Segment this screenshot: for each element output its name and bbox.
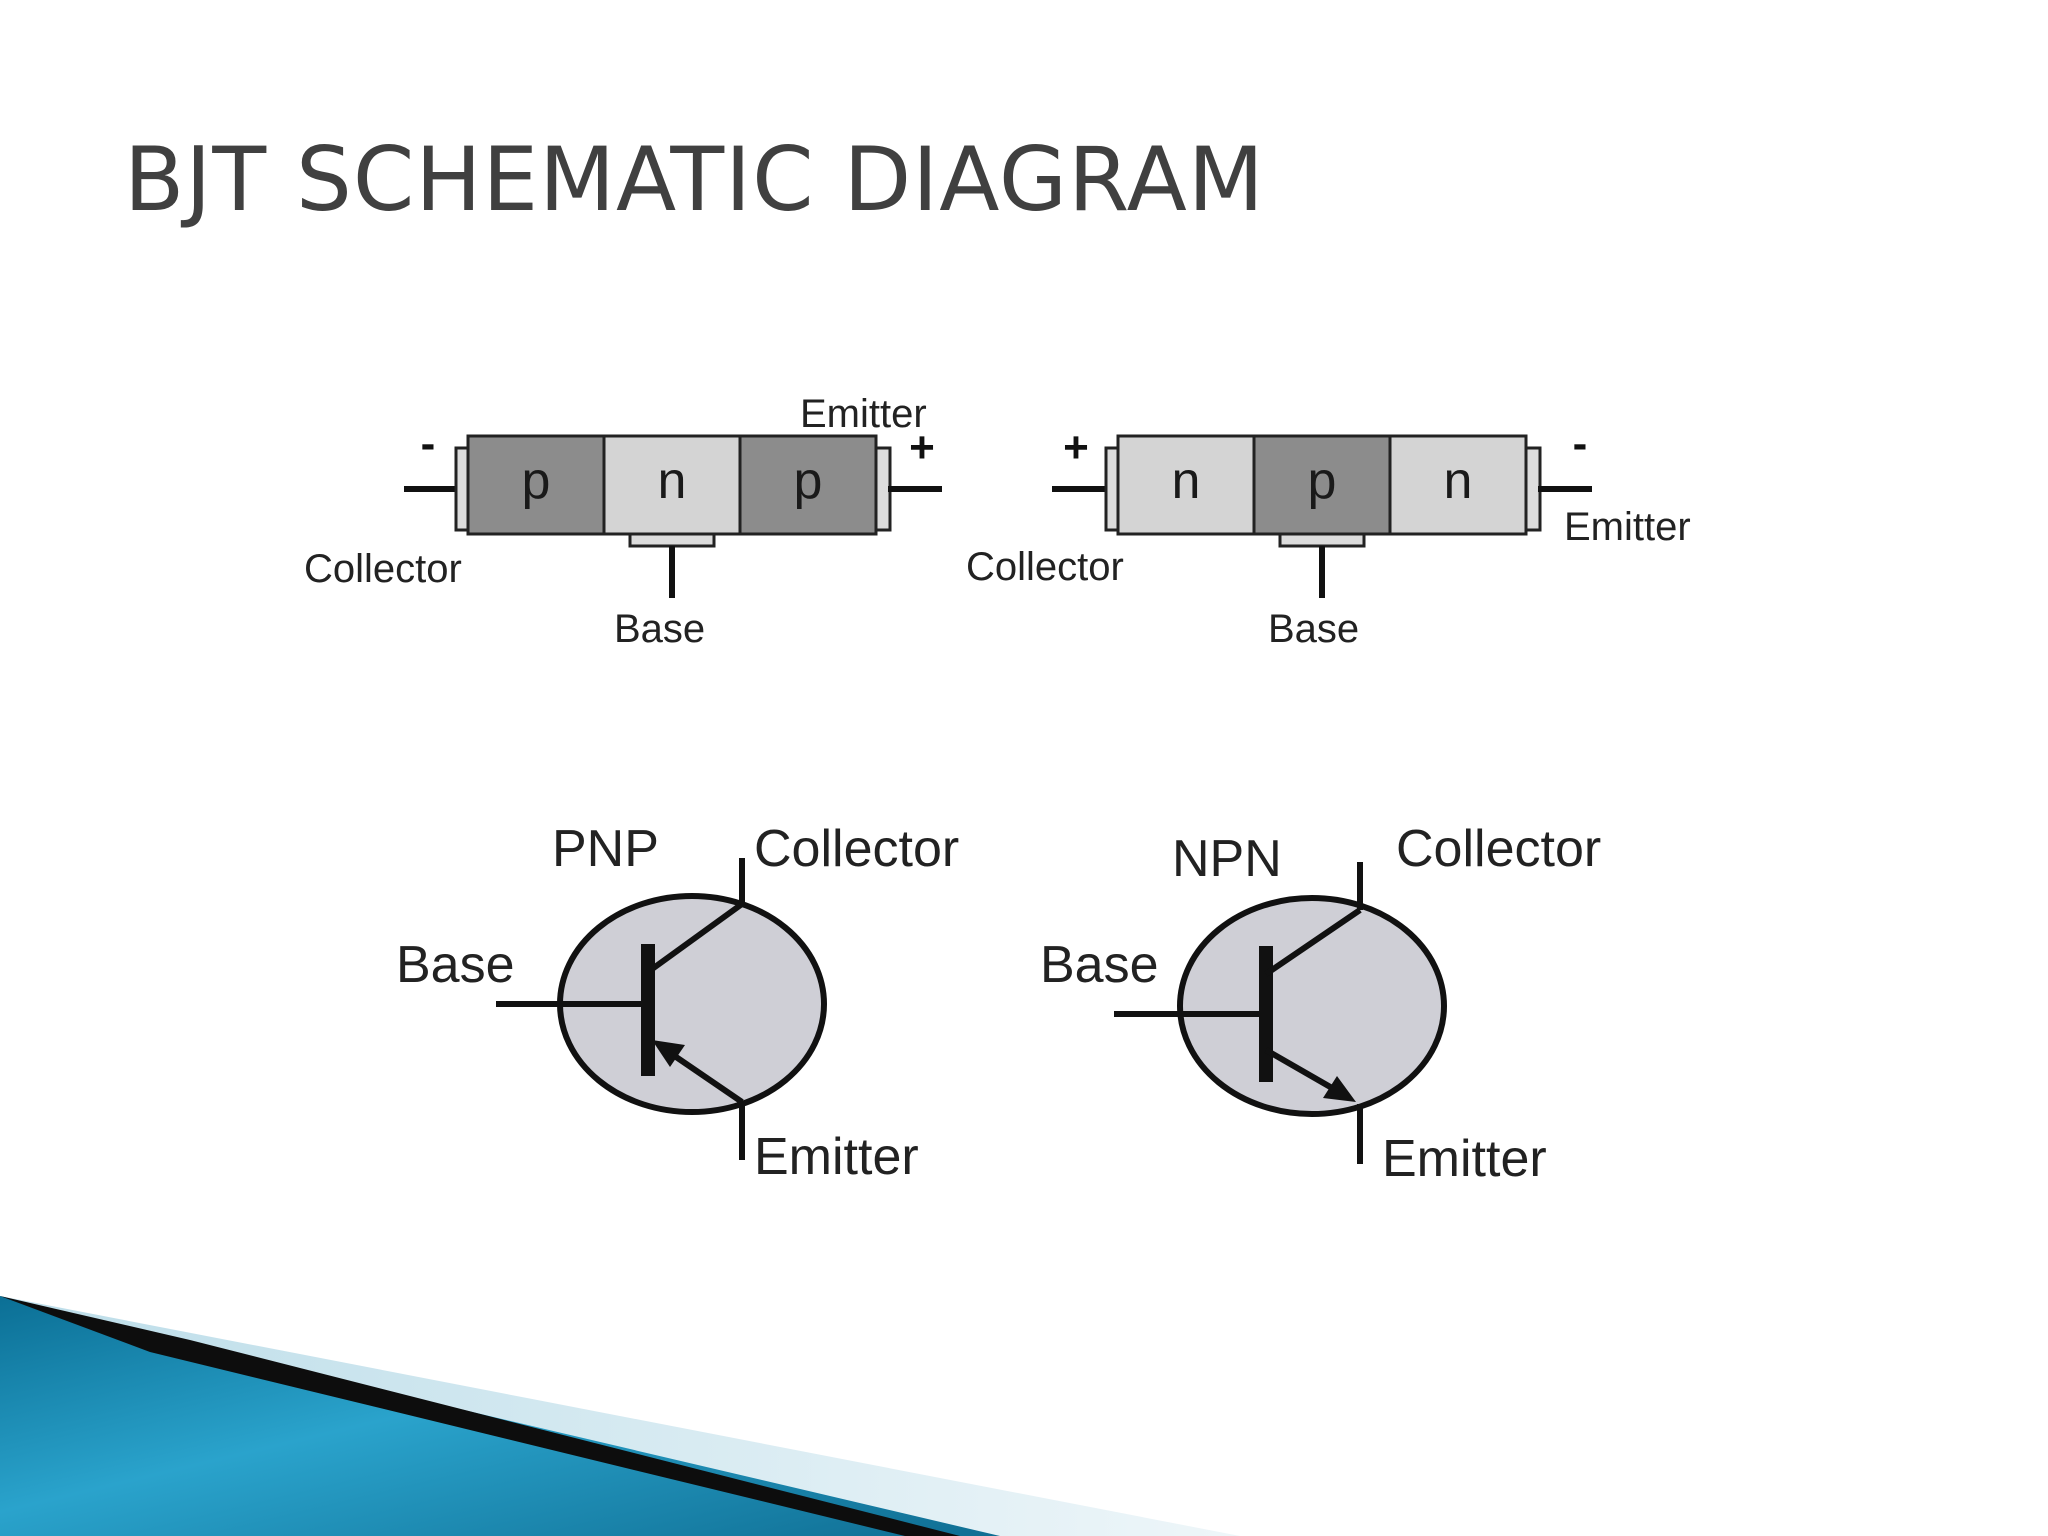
npn-block-base-contact bbox=[1278, 532, 1366, 548]
pnp-block-base-label: Base bbox=[614, 607, 705, 651]
pnp-block-region-1-label: p bbox=[522, 452, 551, 510]
pnp-block-collector-label: Collector bbox=[304, 547, 462, 591]
slide-title: BJT SCHEMATIC DIAGRAM bbox=[124, 128, 1265, 231]
npn-block-base-label: Base bbox=[1268, 607, 1359, 651]
pnp-symbol-type-label: PNP bbox=[552, 820, 659, 878]
pnp-symbol-emitter-label: Emitter bbox=[754, 1128, 919, 1186]
npn-symbol-type-label: NPN bbox=[1172, 830, 1282, 888]
pnp-block-region-3-label: p bbox=[794, 452, 823, 510]
npn-block-emitter-polarity: - bbox=[1573, 419, 1588, 468]
pnp-block-region-2-label: n bbox=[658, 452, 687, 510]
pnp-symbol-arrow-icon bbox=[652, 1040, 685, 1067]
npn-block-region-2-label: p bbox=[1308, 452, 1337, 510]
npn-block-region-3 bbox=[1388, 434, 1528, 536]
banner-swoosh-icon bbox=[0, 1296, 1240, 1536]
npn-block-emitter-cap bbox=[1524, 446, 1542, 532]
pnp-block-emitter-cap bbox=[874, 446, 892, 532]
pnp-block-emitter-polarity: + bbox=[909, 423, 935, 472]
npn-symbol-body bbox=[1177, 895, 1447, 1117]
pnp-block-diagram: p n p - + Emitter Collector Base bbox=[304, 392, 942, 651]
npn-block-collector-polarity: + bbox=[1063, 423, 1089, 472]
pnp-symbol-base-label: Base bbox=[396, 936, 515, 994]
npn-block-region-1-label: n bbox=[1172, 452, 1201, 510]
npn-symbol-collector-link bbox=[1264, 907, 1362, 977]
npn-symbol: NPN Collector Base Emitter bbox=[1040, 820, 1601, 1188]
pnp-block-region-1 bbox=[466, 434, 606, 536]
npn-symbol-base-label: Base bbox=[1040, 936, 1159, 994]
pnp-block-emitter-label: Emitter bbox=[800, 392, 927, 436]
pnp-block-base-contact bbox=[628, 532, 716, 548]
npn-block-region-1 bbox=[1116, 434, 1256, 536]
pnp-block-collector-polarity: - bbox=[421, 419, 436, 468]
npn-block-region-3-label: n bbox=[1444, 452, 1473, 510]
npn-symbol-emitter-label: Emitter bbox=[1382, 1130, 1547, 1188]
pnp-symbol: PNP Collector Base Emitter bbox=[396, 820, 959, 1186]
pnp-symbol-collector-link bbox=[646, 901, 744, 975]
pnp-symbol-collector-label: Collector bbox=[754, 820, 959, 878]
npn-block-diagram: n p n + - Emitter Collector Base bbox=[966, 419, 1691, 651]
npn-block-region-2 bbox=[1252, 434, 1392, 536]
npn-block-collector-label: Collector bbox=[966, 545, 1124, 589]
npn-symbol-arrow-icon bbox=[1323, 1076, 1356, 1102]
npn-block-emitter-label: Emitter bbox=[1564, 505, 1691, 549]
npn-symbol-collector-label: Collector bbox=[1396, 820, 1601, 878]
